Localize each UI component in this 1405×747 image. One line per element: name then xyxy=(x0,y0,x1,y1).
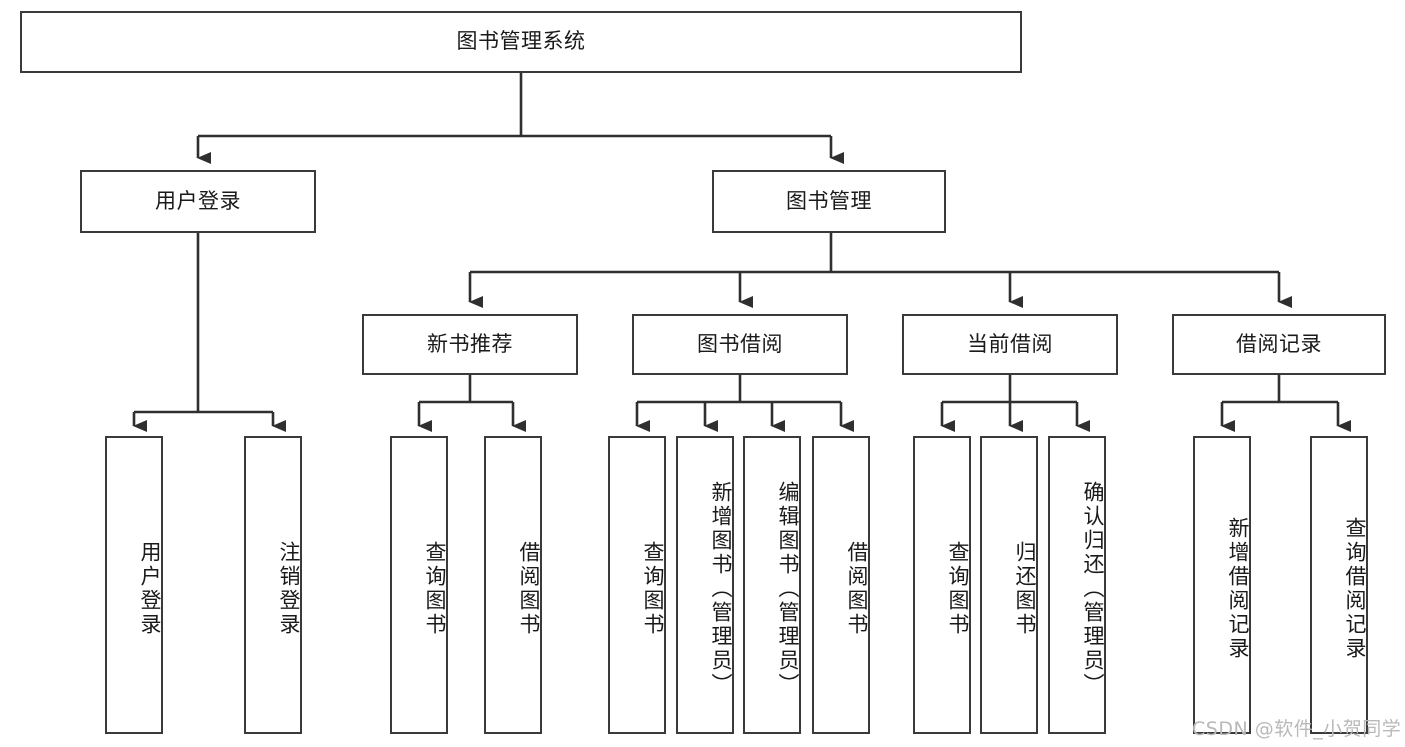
csdn-watermark: CSDN @软件_小贺同学 xyxy=(1192,718,1402,740)
node-label: 借阅图书 xyxy=(845,541,869,637)
node-label: 借阅记录 xyxy=(1236,331,1322,356)
node-label: 新增图书（管理员） xyxy=(709,481,733,697)
node-new-book-recommend[interactable]: 新书推荐 xyxy=(362,314,578,375)
node-root-library-system[interactable]: 图书管理系统 xyxy=(20,11,1022,73)
leaf-book-borrow-query[interactable]: 查询图书 xyxy=(608,436,666,734)
leaf-new-book-borrow[interactable]: 借阅图书 xyxy=(484,436,542,734)
node-book-management[interactable]: 图书管理 xyxy=(712,170,946,233)
leaf-borrow-record-query[interactable]: 查询借阅记录 xyxy=(1310,436,1368,734)
node-label: 编辑图书（管理员） xyxy=(776,481,800,697)
leaf-book-borrow-lend[interactable]: 借阅图书 xyxy=(812,436,870,734)
node-label: 借阅图书 xyxy=(517,541,541,637)
leaf-new-book-query[interactable]: 查询图书 xyxy=(390,436,448,734)
node-label: 查询借阅记录 xyxy=(1343,517,1367,661)
node-label: 新增借阅记录 xyxy=(1226,517,1250,661)
leaf-current-borrow-confirm-return[interactable]: 确认归还（管理员） xyxy=(1048,436,1106,734)
node-label: 当前借阅 xyxy=(967,331,1053,356)
leaf-current-borrow-return[interactable]: 归还图书 xyxy=(980,436,1038,734)
node-label: 注销登录 xyxy=(277,541,301,637)
node-label: 用户登录 xyxy=(138,541,162,637)
node-label: 查询图书 xyxy=(641,541,665,637)
node-borrow-record[interactable]: 借阅记录 xyxy=(1172,314,1386,375)
node-label: 确认归还（管理员） xyxy=(1081,481,1105,697)
node-book-borrow[interactable]: 图书借阅 xyxy=(632,314,848,375)
node-label: 图书借阅 xyxy=(697,331,783,356)
leaf-book-borrow-add[interactable]: 新增图书（管理员） xyxy=(676,436,734,734)
leaf-book-borrow-edit[interactable]: 编辑图书（管理员） xyxy=(743,436,801,734)
node-label: 归还图书 xyxy=(1013,541,1037,637)
node-label: 查询图书 xyxy=(946,541,970,637)
node-user-login[interactable]: 用户登录 xyxy=(80,170,316,233)
node-current-borrow[interactable]: 当前借阅 xyxy=(902,314,1118,375)
leaf-borrow-record-add[interactable]: 新增借阅记录 xyxy=(1193,436,1251,734)
node-label: 图书管理系统 xyxy=(456,29,586,54)
leaf-user-login-signout[interactable]: 注销登录 xyxy=(244,436,302,734)
leaf-current-borrow-query[interactable]: 查询图书 xyxy=(913,436,971,734)
leaf-user-login-signin[interactable]: 用户登录 xyxy=(105,436,163,734)
node-label: 新书推荐 xyxy=(427,331,513,356)
node-label: 用户登录 xyxy=(155,188,241,213)
node-label: 查询图书 xyxy=(423,541,447,637)
node-label: 图书管理 xyxy=(786,188,872,213)
